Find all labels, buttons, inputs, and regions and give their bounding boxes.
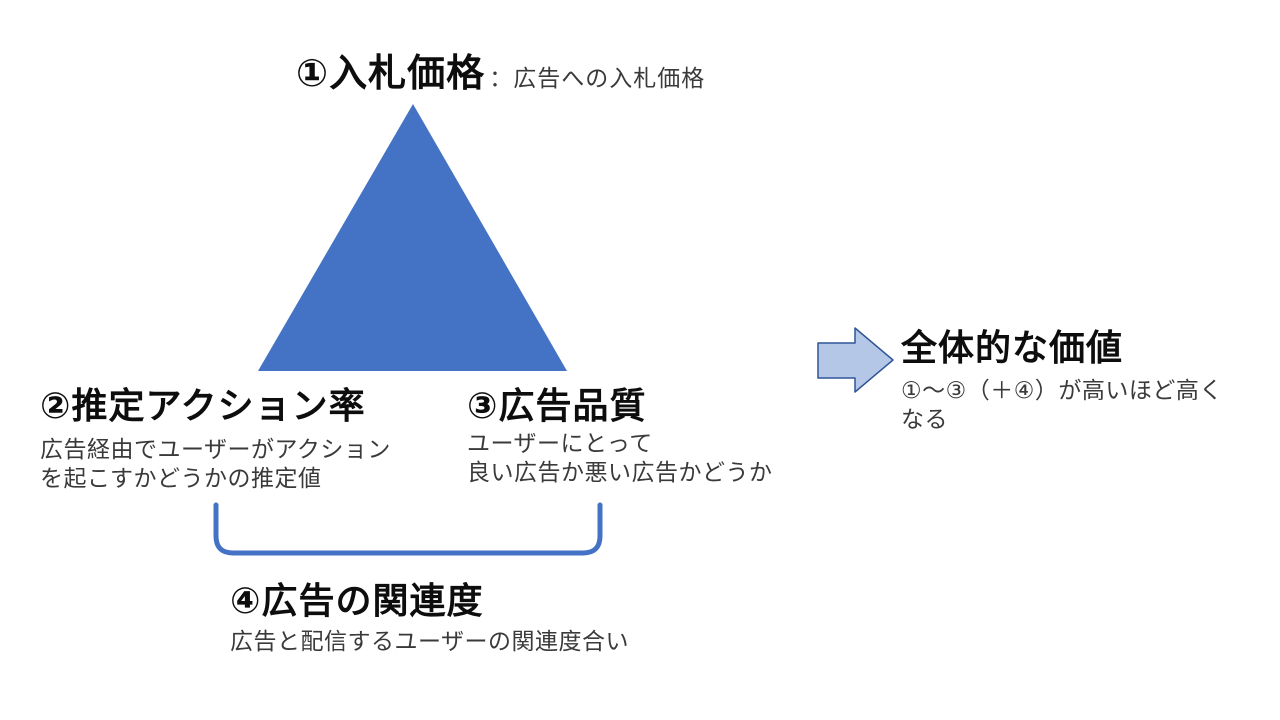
- factor-ad-relevance-subtext: 広告と配信するユーザーの関連度合い: [230, 627, 629, 656]
- factor-ad-quality-subtext-line2: 良い広告か悪い広告かどうか: [467, 459, 773, 486]
- result-overall-value-subtext-line1: ①～③（＋④）が高いほど高く: [901, 377, 1223, 403]
- factor-ad-relevance-heading: ④広告の関連度: [230, 580, 484, 621]
- result-overall-value-subtext-line2: なる: [901, 406, 948, 433]
- factor-ad-relevance: ④広告の関連度 広告と配信するユーザーの関連度合い: [230, 583, 629, 656]
- triangle-shape: [258, 104, 567, 371]
- title-bid-price-description: ：広告への入札価格: [489, 65, 706, 91]
- factor-ad-quality-heading: ③広告品質: [467, 385, 647, 426]
- title-bid-price: ①入札価格 ：広告への入札価格: [296, 42, 705, 97]
- arrow-right-icon: [817, 327, 894, 393]
- factor-ad-relevance-subtext-line1: 広告と配信するユーザーの関連度合い: [230, 628, 630, 654]
- result-overall-value-subtext: ①～③（＋④）が高いほど高く なる: [901, 376, 1223, 435]
- factor-action-rate: ②推定アクション率 広告経由でユーザーがアクション を起こすかどうかの推定値: [40, 388, 391, 494]
- title-bid-price-label: ①入札価格: [296, 53, 486, 95]
- factor-ad-quality-subtext-line1: ユーザーにとって: [467, 430, 653, 456]
- factor-ad-quality-subtext: ユーザーにとって 良い広告か悪い広告かどうか: [467, 429, 773, 488]
- factor-action-rate-subtext-line2: を起こすかどうかの推定値: [40, 465, 322, 492]
- factor-action-rate-subtext: 広告経由でユーザーがアクション を起こすかどうかの推定値: [40, 435, 391, 494]
- factor-action-rate-heading: ②推定アクション率: [40, 385, 366, 426]
- bracket-shape: [213, 502, 603, 556]
- factor-action-rate-subtext-line1: 広告経由でユーザーがアクション: [40, 436, 391, 462]
- factor-ad-quality: ③広告品質 ユーザーにとって 良い広告か悪い広告かどうか: [467, 388, 773, 488]
- result-overall-value-heading: 全体的な価値: [901, 327, 1124, 368]
- result-overall-value: 全体的な価値 ①～③（＋④）が高いほど高く なる: [901, 330, 1223, 435]
